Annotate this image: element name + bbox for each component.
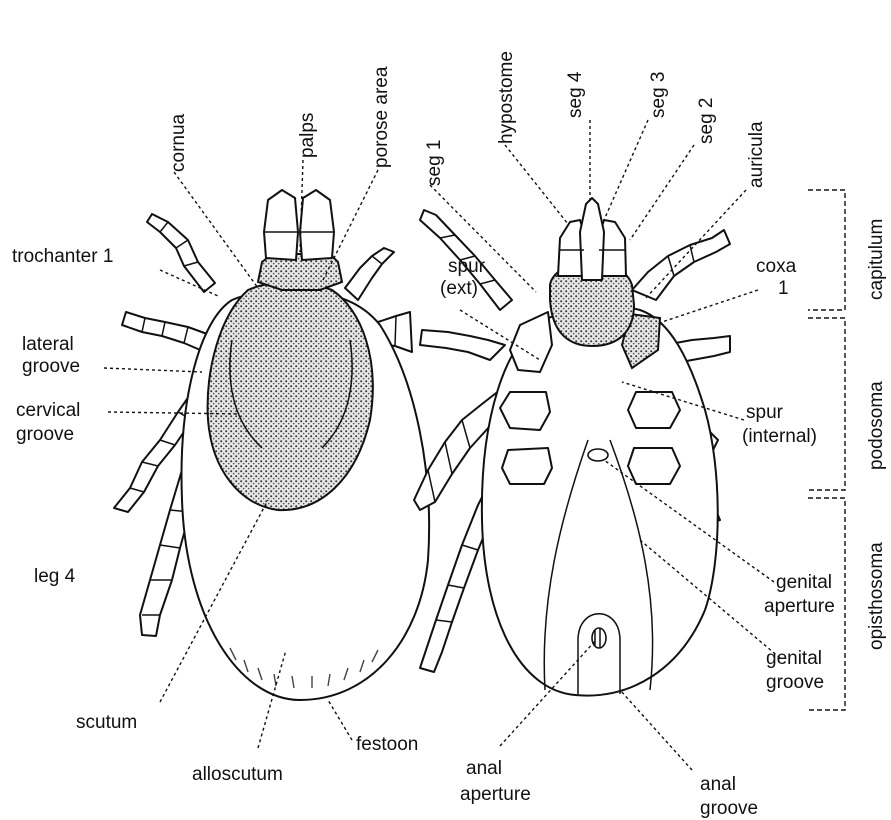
dorsal-palps [264,190,334,260]
label-genital-groove-1: genital [766,648,822,669]
label-coxa-1b: 1 [778,278,789,299]
ventral-palps [558,198,626,280]
label-festoon: festoon [356,734,418,755]
dorsal-view [114,190,429,700]
label-anal-groove-2: groove [700,798,758,819]
label-seg-3: seg 3 [648,72,669,118]
label-seg-2: seg 2 [696,98,717,144]
label-spur-internal-2: (internal) [742,426,817,447]
label-scutum: scutum [76,712,137,733]
label-anal-aperture-2: aperture [460,784,531,805]
label-genital-groove-2: groove [766,672,824,693]
label-cornua: cornua [168,113,189,172]
label-auricula: auricula [746,121,767,188]
label-alloscutum: alloscutum [192,764,283,785]
label-trochanter-1: trochanter 1 [12,246,113,267]
region-brackets [808,190,845,710]
label-hypostome: hypostome [496,51,517,144]
label-leg-4: leg 4 [34,566,76,587]
label-spur-ext-1: spur [448,256,486,277]
label-opisthosoma: opisthosoma [866,542,887,650]
label-podosoma: podosoma [866,381,887,470]
label-seg-1: seg 1 [424,140,445,186]
label-lateral-groove-1: lateral [22,334,74,355]
label-genital-aperture-1: genital [776,572,832,593]
label-seg-4: seg 4 [565,71,586,118]
label-anal-groove-1: anal [700,774,736,795]
label-porose-area: porose area [371,66,392,168]
label-spur-internal-1: spur [746,402,784,423]
label-cervical-groove-2: groove [16,424,74,445]
label-genital-aperture-2: aperture [764,596,835,617]
label-cervical-groove-1: cervical [16,400,80,421]
label-coxa-1a: coxa [756,256,797,277]
label-palps: palps [297,113,318,158]
label-lateral-groove-2: groove [22,356,80,377]
label-spur-ext-2: (ext) [440,278,478,299]
label-capitulum: capitulum [866,219,887,300]
dorsal-capitulum [258,254,342,290]
label-anal-aperture-1: anal [466,758,502,779]
